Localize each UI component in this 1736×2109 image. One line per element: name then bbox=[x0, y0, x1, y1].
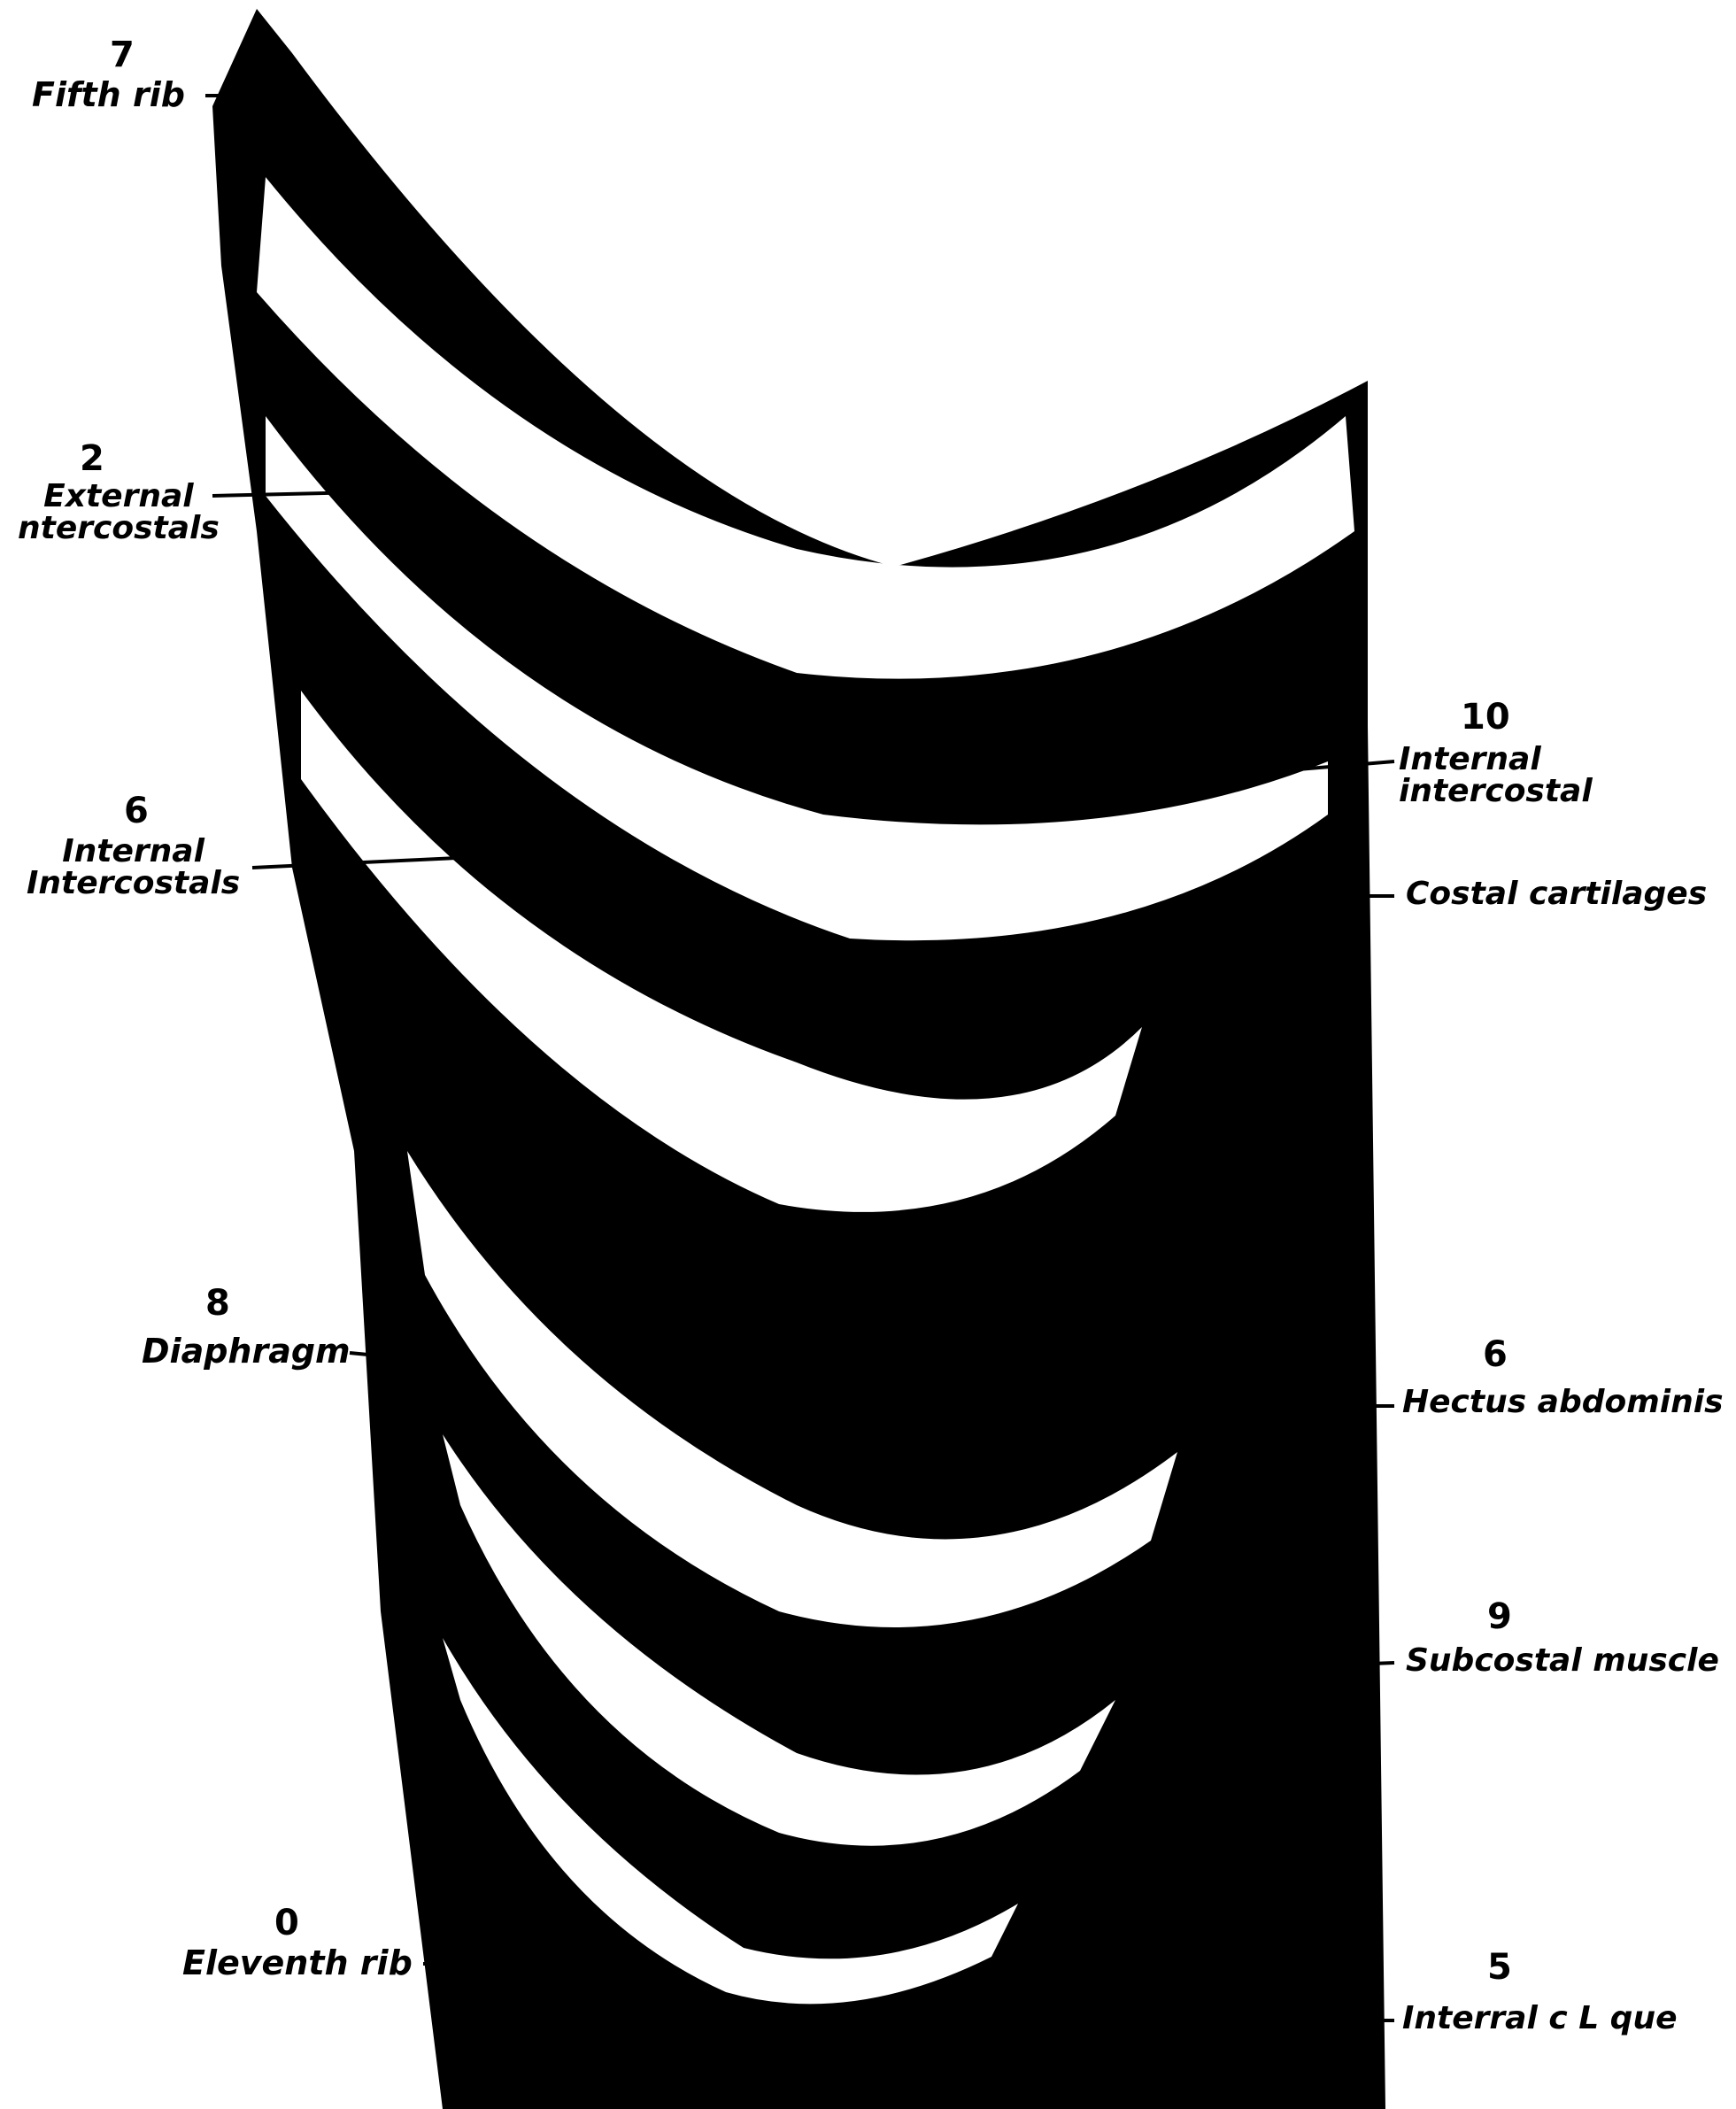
label-internal-intercostals-left: Internal Intercostals bbox=[27, 836, 240, 900]
label-eleventh-rib: Eleventh rib bbox=[182, 1946, 413, 1980]
label-subcostal-muscle: Subcostal muscle bbox=[1406, 1645, 1719, 1677]
label-external-intercostals: External ntercostals bbox=[18, 481, 220, 545]
label-fifth-rib: Fifth rib bbox=[32, 78, 185, 112]
numeral-fifth-rib: 7 bbox=[110, 37, 135, 73]
numeral-internal-intercostals-left: 6 bbox=[124, 793, 149, 829]
numeral-external-intercostals: 2 bbox=[80, 441, 104, 476]
label-diaphragm: Diaphragm bbox=[142, 1334, 351, 1368]
label-internal-oblique: Interral c L que bbox=[1402, 2003, 1677, 2035]
numeral-diaphragm: 8 bbox=[205, 1286, 230, 1321]
label-internal-intercostal-right: Internal intercostal bbox=[1399, 744, 1593, 807]
numeral-eleventh-rib: 0 bbox=[274, 1905, 299, 1941]
numeral-internal-oblique: 5 bbox=[1487, 1950, 1512, 1985]
label-rectus-abdominis: Hectus abdominis bbox=[1402, 1387, 1724, 1418]
label-costal-cartilages: Costal cartilages bbox=[1406, 878, 1707, 910]
numeral-subcostal-muscle: 9 bbox=[1487, 1599, 1512, 1634]
numeral-rectus-abdominis: 6 bbox=[1483, 1337, 1508, 1372]
numeral-internal-intercostal-right: 10 bbox=[1461, 699, 1510, 735]
